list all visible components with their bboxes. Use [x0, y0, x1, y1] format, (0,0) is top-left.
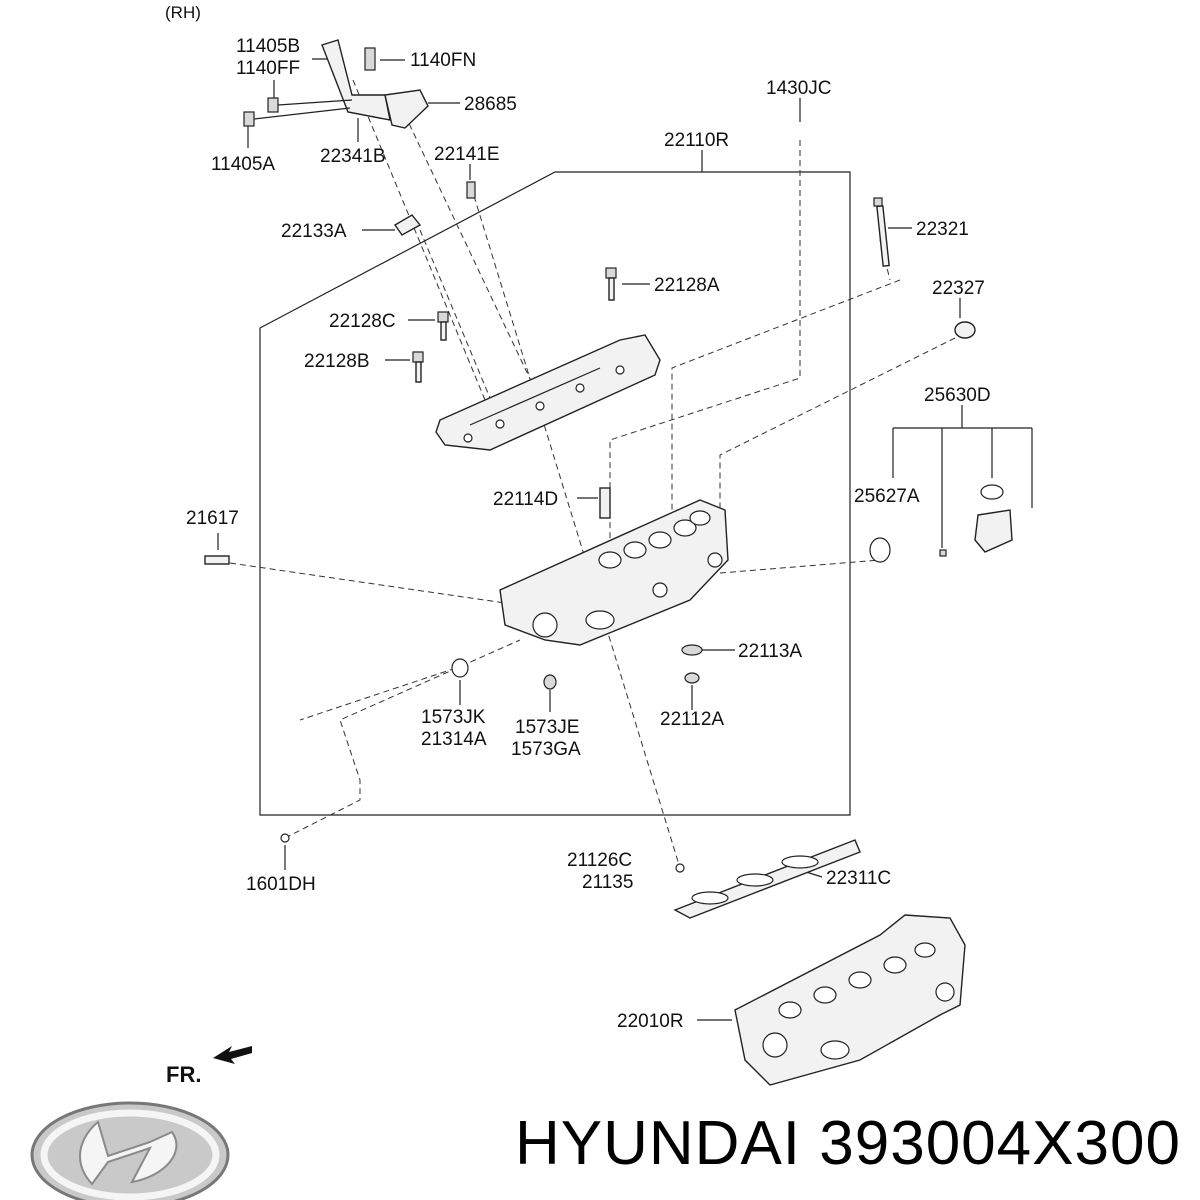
label-11405A: 11405A	[211, 154, 275, 175]
alignment-lines	[229, 79, 956, 869]
small-parts	[204, 181, 1013, 873]
bracket-assembly	[243, 39, 429, 129]
label-22128B: 22128B	[304, 351, 370, 372]
label-22341B: 22341B	[320, 146, 386, 167]
brand-part-number: HYUNDAI 393004X300	[515, 1109, 1181, 1178]
label-1573JE: 1573JE	[515, 717, 579, 738]
cylinder-head	[499, 499, 729, 646]
label-21617: 21617	[186, 508, 239, 529]
label-1601DH: 1601DH	[246, 874, 316, 895]
label-1573GA: 1573GA	[511, 739, 581, 760]
assembly-frame	[259, 171, 851, 816]
label-22114D: 22114D	[493, 489, 558, 510]
label-25627A: 25627A	[854, 486, 920, 507]
label-22112A: 22112A	[660, 709, 724, 730]
label-21314A: 21314A	[421, 729, 487, 750]
label-21126C: 21126C	[567, 850, 632, 871]
label-22128A: 22128A	[654, 275, 720, 296]
label-1140FN: 1140FN	[410, 50, 476, 71]
label-21135: 21135	[582, 872, 633, 893]
label-22311C: 22311C	[826, 868, 891, 889]
label-22321: 22321	[916, 219, 969, 240]
label-22133A: 22133A	[281, 221, 347, 242]
label-22110R: 22110R	[664, 130, 729, 151]
label-22128C: 22128C	[329, 311, 396, 332]
label-22010R: 22010R	[617, 1011, 684, 1032]
label-25630D: 25630D	[924, 385, 991, 406]
label-28685: 28685	[464, 94, 517, 115]
label-1573JK: 1573JK	[421, 707, 486, 728]
front-direction-arrow-icon	[213, 1046, 252, 1064]
label-1140FF: 1140FF	[236, 58, 300, 79]
label-22113A: 22113A	[738, 641, 802, 662]
label-11405B: 11405B	[236, 36, 300, 57]
complete-head-assembly	[734, 914, 966, 1086]
head-gasket	[673, 839, 861, 919]
leader-lines	[217, 58, 1033, 1021]
label-22327: 22327	[932, 278, 985, 299]
direction-label: FR.	[166, 1062, 201, 1087]
label-1430JC: 1430JC	[766, 78, 832, 99]
hyundai-logo	[30, 1101, 230, 1200]
cam-carrier	[435, 334, 661, 451]
side-note: (RH)	[165, 3, 201, 22]
label-22141E: 22141E	[434, 144, 500, 165]
